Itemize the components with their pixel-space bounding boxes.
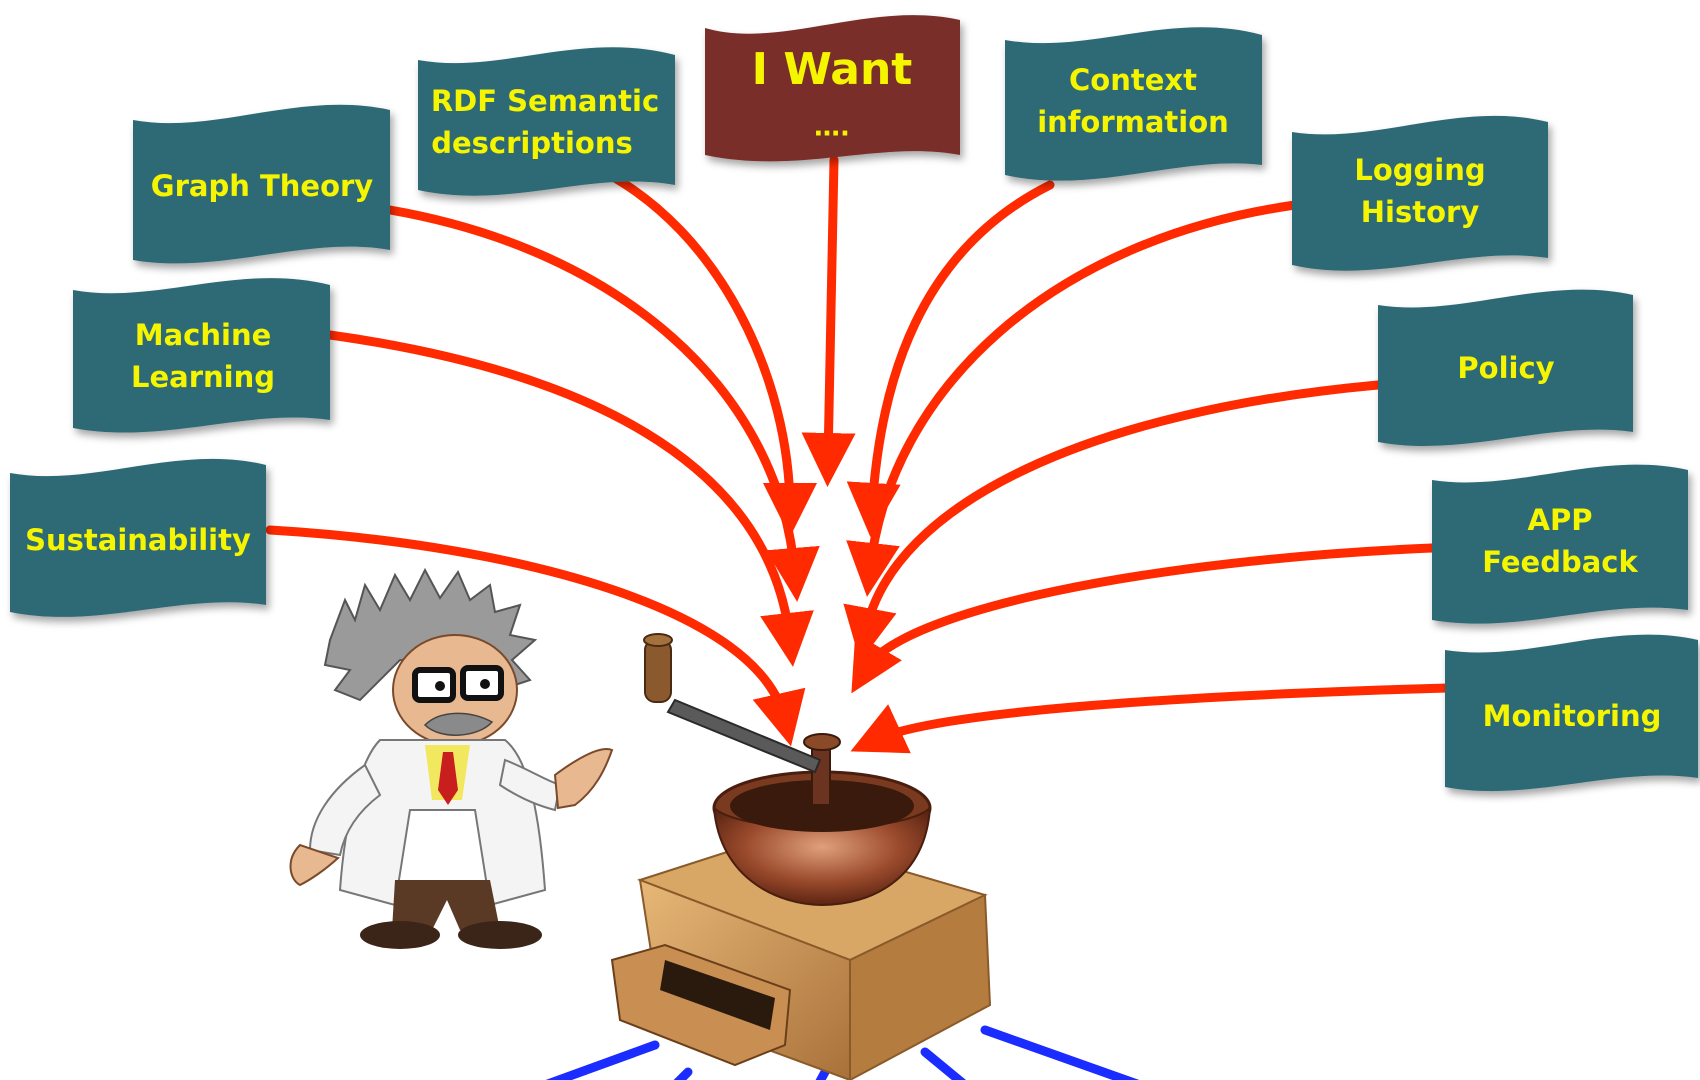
banner-shape <box>133 104 390 264</box>
banner-sustainability-line1: Sustainability <box>25 523 251 557</box>
banner-shape <box>1005 27 1262 181</box>
arrow-policy <box>843 380 1383 662</box>
banner-graph-theory-line1: Graph Theory <box>151 169 373 203</box>
scientist-illustration <box>289 567 614 949</box>
banner-i-want-line2: …. <box>814 113 850 143</box>
banner-app-feedback-line2: Feedback <box>1482 545 1638 579</box>
scientist-shoe-right <box>458 921 542 949</box>
banner-shape <box>705 15 960 162</box>
grinder-drawer <box>610 943 792 1067</box>
scientist-mustache <box>423 712 494 736</box>
banner-i-want: I Want …. <box>705 15 960 162</box>
banner-shape <box>1445 634 1698 792</box>
grinder-crank-arm <box>666 698 822 774</box>
grinder-nut <box>803 733 841 751</box>
banner-context-line2: information <box>1037 105 1229 139</box>
banner-machine-learning: Machine Learning <box>73 278 330 433</box>
banner-logging-line2: History <box>1361 195 1480 229</box>
banner-rdf-line2: descriptions <box>431 126 633 160</box>
banner-context-line1: Context <box>1069 63 1197 97</box>
banner-context: Context information <box>1005 27 1262 181</box>
banner-rdf: RDF Semantic descriptions <box>418 47 675 196</box>
arrow-sustainability <box>265 525 806 747</box>
banner-graph-theory: Graph Theory <box>133 104 390 264</box>
banner-app-feedback: APP Feedback <box>1432 464 1688 624</box>
banner-policy: Policy <box>1378 289 1633 446</box>
banner-shape <box>1378 289 1633 446</box>
banner-monitoring-line1: Monitoring <box>1483 699 1662 733</box>
blue-line-3 <box>815 1067 830 1080</box>
banner-policy-line1: Policy <box>1457 351 1554 385</box>
red-arrows <box>265 155 1453 754</box>
scientist-pants <box>392 880 500 930</box>
blue-line-5 <box>980 1025 1140 1080</box>
banner-logging-line1: Logging <box>1354 153 1485 187</box>
banner-machine-learning-line1: Machine <box>135 318 272 352</box>
banner-shape <box>1432 464 1688 624</box>
scientist-glasses-left <box>412 667 456 703</box>
scientist-tie <box>438 752 458 805</box>
grinder-drawer-opening <box>660 960 775 1030</box>
banner-shape <box>73 278 330 433</box>
grinder-handle <box>644 639 672 703</box>
blue-line-2 <box>673 1067 693 1080</box>
arrow-i-want <box>801 155 856 487</box>
banner-rdf-line1: RDF Semantic <box>431 84 659 118</box>
banner-machine-learning-line2: Learning <box>131 360 275 394</box>
arrow-app-feedback <box>851 543 1437 694</box>
arrow-monitoring <box>850 683 1453 754</box>
arrow-graph-theory <box>385 205 820 602</box>
banner-shape <box>418 47 675 196</box>
grinder-shaft <box>811 744 831 806</box>
banner-app-feedback-line1: APP <box>1528 503 1593 537</box>
banner-monitoring: Monitoring <box>1445 634 1698 792</box>
arrow-context <box>846 180 1055 537</box>
scientist-right-arm <box>498 758 562 812</box>
blue-line-4 <box>920 1047 967 1080</box>
banner-shape <box>1292 115 1548 271</box>
scientist-left-hand <box>289 843 340 887</box>
grinder-box-right <box>849 893 992 1080</box>
blue-line-1 <box>545 1040 660 1080</box>
banner-shape <box>10 458 266 617</box>
arrow-rdf <box>595 165 817 537</box>
banner-i-want-line1: I Want <box>752 44 913 95</box>
coffee-grinder-illustration <box>610 633 992 1080</box>
scientist-right-hand <box>553 748 614 810</box>
arrow-logging <box>846 200 1300 597</box>
banner-sustainability: Sustainability <box>10 458 266 617</box>
scientist-shoe-left <box>360 921 440 949</box>
banner-logging: Logging History <box>1292 115 1548 271</box>
arrow-machine-learning <box>325 330 814 667</box>
